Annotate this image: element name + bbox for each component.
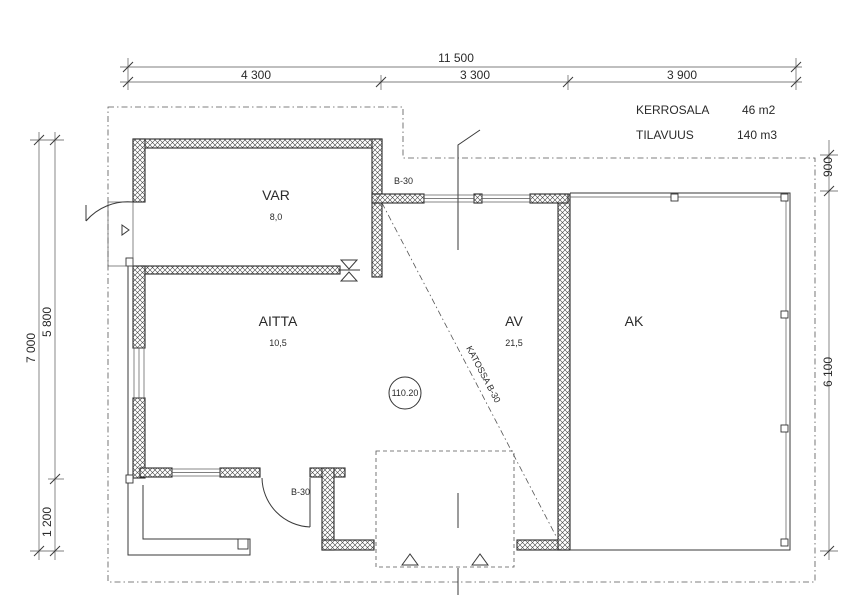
ceiling-note: KATOSSA B-30 bbox=[464, 344, 502, 404]
door-var-exterior bbox=[85, 201, 134, 267]
room-av: AV 21,5 bbox=[505, 313, 523, 348]
room-area: 10,5 bbox=[269, 338, 287, 348]
dimension-total-width: 11 500 bbox=[438, 51, 474, 65]
dimension-segment-1: 4 300 bbox=[241, 68, 271, 82]
level-value: 110.20 bbox=[392, 388, 419, 398]
floor-area-value: 46 m2 bbox=[742, 103, 776, 117]
b30-leader-top bbox=[373, 191, 383, 206]
dimension-upper-height: 5 800 bbox=[40, 307, 54, 337]
fire-class-label-top: B-30 bbox=[394, 176, 413, 186]
door-aitta bbox=[261, 477, 311, 528]
room-area: 21,5 bbox=[505, 338, 523, 348]
door-var-internal bbox=[338, 259, 360, 282]
ceiling-fire-line bbox=[381, 202, 558, 539]
level-marker: 110.20 bbox=[388, 376, 422, 410]
roof-outline bbox=[107, 106, 816, 583]
left-dimension-chain: 7 000 5 800 1 200 bbox=[24, 132, 64, 560]
dimension-segment-2: 3 300 bbox=[460, 68, 490, 82]
room-name: VAR bbox=[262, 187, 290, 203]
windows bbox=[133, 194, 531, 477]
carport-outline bbox=[570, 192, 791, 551]
top-dimension-chain: 11 500 4 300 3 300 3 900 bbox=[120, 51, 802, 90]
dimension-segment-3: 3 900 bbox=[667, 68, 697, 82]
carport-posts bbox=[670, 193, 789, 547]
room-name: AK bbox=[625, 313, 644, 329]
fire-class-label-bottom: B-30 bbox=[291, 487, 310, 497]
room-name: AITTA bbox=[259, 313, 298, 329]
dimension-right-lower: 6 100 bbox=[821, 357, 835, 387]
room-name: AV bbox=[505, 313, 523, 329]
dimension-lower-height: 1 200 bbox=[40, 507, 54, 537]
entry-canopy bbox=[375, 450, 515, 568]
room-area: 8,0 bbox=[270, 212, 283, 222]
dimension-total-height: 7 000 bbox=[24, 333, 38, 363]
section-mark-top bbox=[457, 129, 481, 250]
area-info: KERROSALA 46 m2 TILAVUUS 140 m3 bbox=[636, 103, 777, 142]
volume-value: 140 m3 bbox=[737, 128, 777, 142]
walls bbox=[132, 138, 571, 551]
right-dimension-chain: 900 6 100 bbox=[820, 140, 838, 560]
dimension-right-upper: 900 bbox=[821, 157, 835, 177]
room-var: VAR 8,0 bbox=[262, 187, 290, 222]
floor-area-label: KERROSALA bbox=[636, 103, 709, 117]
room-ak: AK bbox=[625, 313, 644, 329]
room-aitta: AITTA 10,5 bbox=[259, 313, 298, 348]
volume-label: TILAVUUS bbox=[636, 128, 694, 142]
